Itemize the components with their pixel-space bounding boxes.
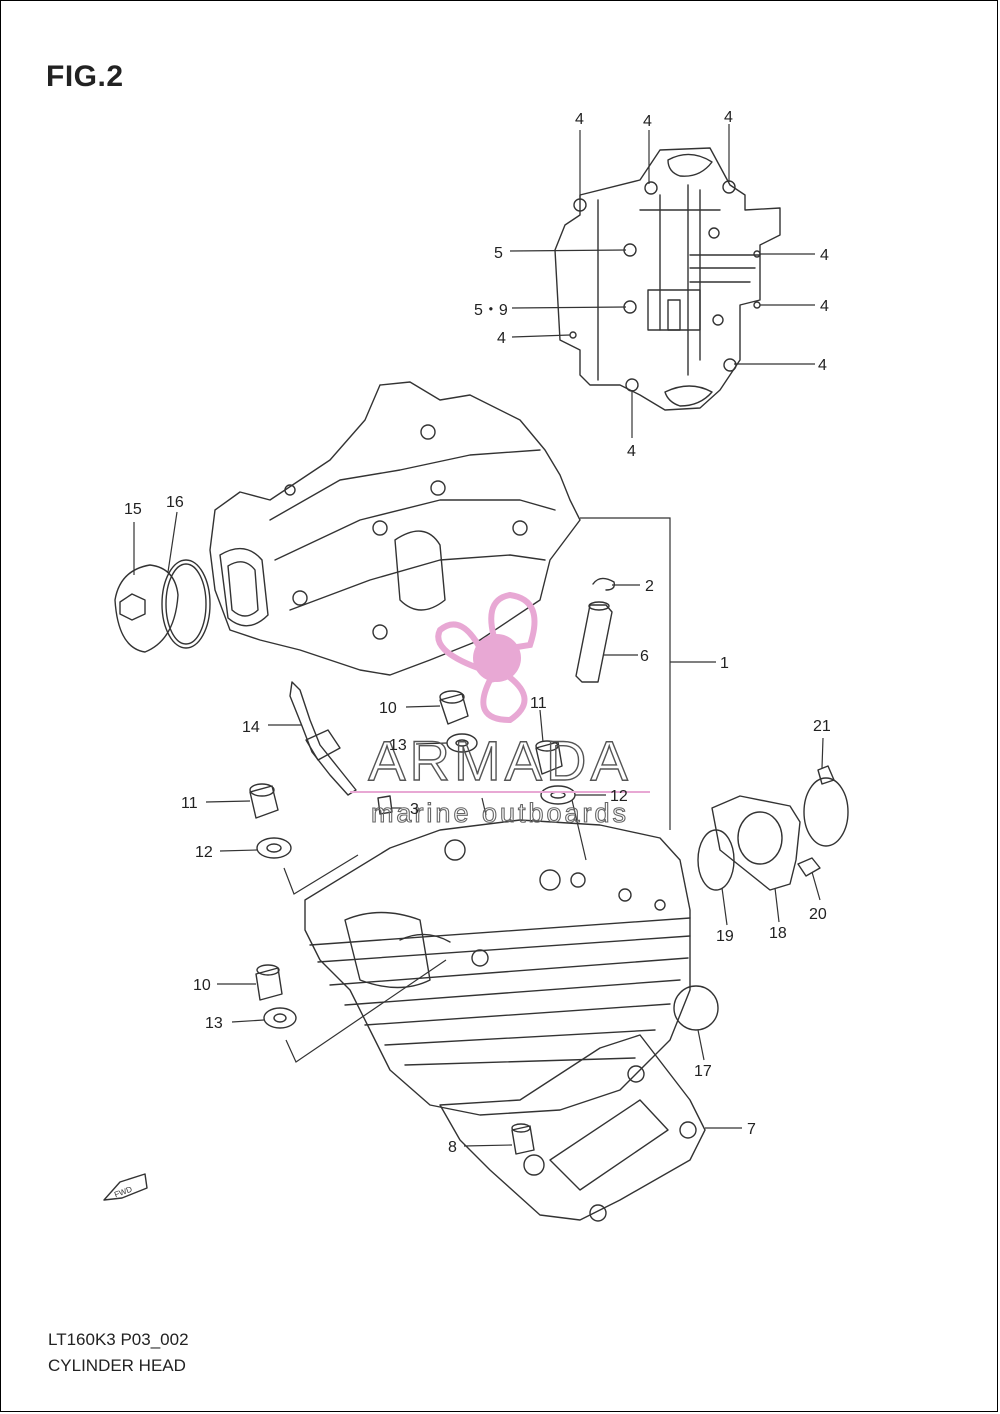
watermark: ARMADA marine outboards	[350, 591, 650, 829]
callout-label: 11	[530, 695, 547, 712]
figure-title: FIG.2	[46, 60, 124, 93]
callout-label: 11	[181, 795, 198, 812]
nut-11-center	[535, 740, 563, 775]
callout-label: 7	[747, 1121, 756, 1138]
callout-label: 13	[205, 1015, 223, 1032]
callout-label: 4	[627, 443, 636, 460]
callout-label: 21	[813, 718, 831, 735]
o-ring-19	[697, 829, 735, 891]
callout-label: 4	[724, 109, 733, 126]
nut-10-upper	[439, 690, 469, 725]
callout-label: 16	[166, 494, 184, 511]
callout-label: 4	[497, 330, 506, 347]
nut-11-left	[249, 783, 279, 819]
callout-label: 12	[610, 788, 628, 805]
cylinder-head	[209, 381, 581, 676]
callout-label: 1	[720, 655, 729, 672]
watermark-tagline: marine outboards	[371, 798, 629, 828]
callout-label: 14	[242, 719, 260, 736]
spark-plug-14	[289, 681, 357, 796]
callout-label: 2	[645, 578, 654, 595]
diagram-name: CYLINDER HEAD	[48, 1356, 186, 1375]
oil-filler-cap	[114, 564, 179, 653]
callout-label: 10	[193, 977, 211, 994]
callout-label: 4	[820, 298, 829, 315]
callout-label: 5・9	[474, 302, 508, 319]
cylinder-head-cover	[554, 147, 781, 411]
watermark-brand: ARMADA	[368, 729, 632, 792]
clamp-21	[803, 765, 849, 847]
bolt-20	[797, 857, 821, 877]
nut-10-lower	[255, 964, 283, 1001]
callout-label: 3	[410, 801, 419, 818]
callout-label: 13	[389, 737, 407, 754]
callout-label: 12	[195, 844, 213, 861]
callout-label: 18	[769, 925, 787, 942]
callout-label: 15	[124, 501, 142, 518]
clip-2	[592, 577, 616, 591]
valve-guide-6	[575, 601, 613, 683]
callout-label: 19	[716, 928, 734, 945]
cap-17	[673, 985, 719, 1031]
callout-label: 4	[820, 247, 829, 264]
callout-label: 6	[640, 648, 649, 665]
callout-label: 20	[809, 906, 827, 923]
callout-numbers: 4 4 4 5 4 5・9 4 4 4 4 15 16 2 6 1 11 10 …	[124, 109, 831, 1156]
washer-12-left	[256, 837, 292, 859]
callout-label: 4	[818, 357, 827, 374]
cylinder-block	[304, 819, 691, 1116]
callout-label: 10	[379, 700, 397, 717]
dowel-8	[511, 1123, 535, 1155]
washer-13-lower	[263, 1007, 297, 1029]
intake-pipe-18	[711, 795, 801, 891]
callout-label: 17	[694, 1063, 712, 1080]
fwd-arrow	[103, 1173, 148, 1201]
cylinder-head-gasket	[439, 1034, 706, 1222]
leader-lines	[133, 124, 824, 1147]
callout-label: 8	[448, 1139, 457, 1156]
callout-label: 5	[494, 245, 503, 262]
diagram-code: LT160K3 P03_002	[48, 1330, 189, 1349]
callout-label: 4	[643, 113, 652, 130]
callout-label: 4	[575, 111, 584, 128]
o-ring-16	[161, 559, 211, 649]
watermark-propeller-icon	[435, 591, 538, 724]
dowel-3	[377, 795, 393, 815]
